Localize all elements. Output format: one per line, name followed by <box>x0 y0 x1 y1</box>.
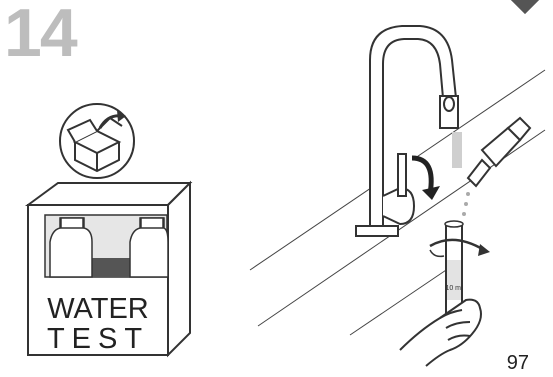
hand <box>400 300 481 366</box>
water-test-box: WATER TEST <box>28 183 190 355</box>
open-box-icon <box>60 104 134 178</box>
page-number: 97 <box>507 352 529 375</box>
box-label-line2: TEST <box>47 323 149 355</box>
dropper-bottle <box>462 118 530 216</box>
water-stream <box>452 132 462 168</box>
tube-volume-label: 10 ml <box>445 285 463 292</box>
box-label-line1: WATER <box>47 293 149 325</box>
faucet <box>356 26 458 236</box>
